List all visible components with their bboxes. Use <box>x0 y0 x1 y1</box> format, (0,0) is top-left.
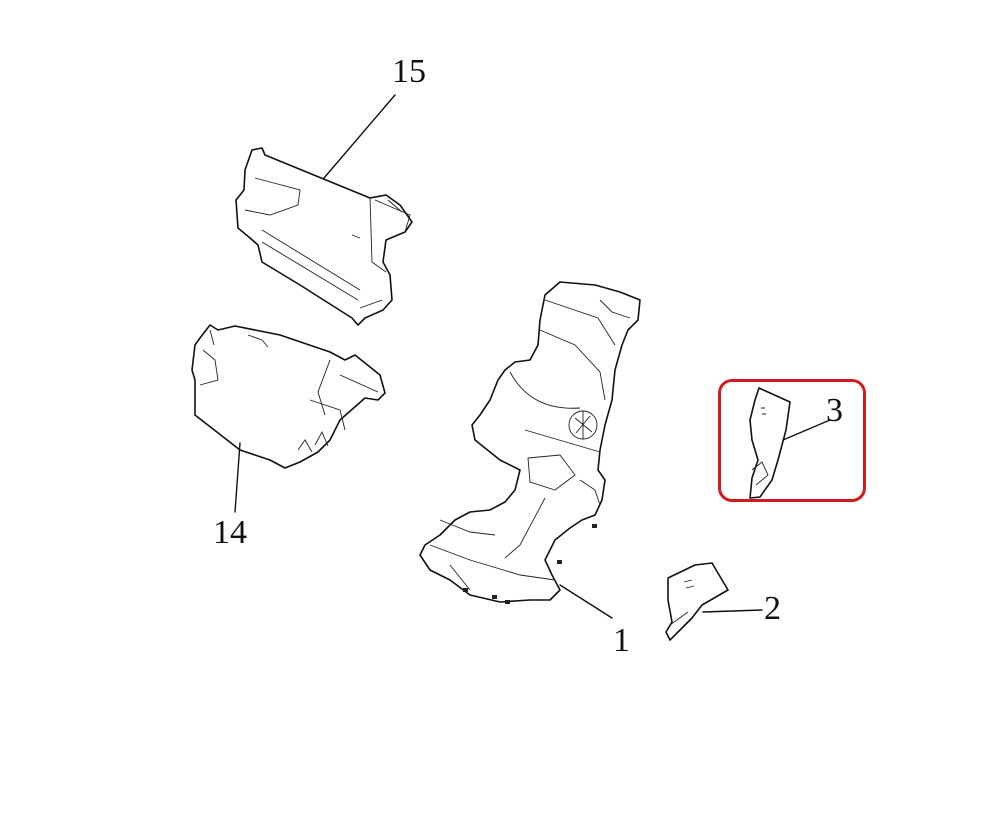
part-2-drawing <box>665 562 763 641</box>
part-14-drawing <box>191 324 386 513</box>
callout-15: 15 <box>392 53 426 90</box>
part-15-drawing <box>235 94 413 326</box>
part-3-drawing <box>749 387 831 499</box>
callout-2: 2 <box>764 590 781 627</box>
callout-3: 3 <box>826 392 843 429</box>
callout-14: 14 <box>213 514 247 551</box>
part-1-drawing <box>419 281 641 619</box>
callout-1: 1 <box>613 622 630 659</box>
part-3-highlight-box <box>718 379 866 502</box>
